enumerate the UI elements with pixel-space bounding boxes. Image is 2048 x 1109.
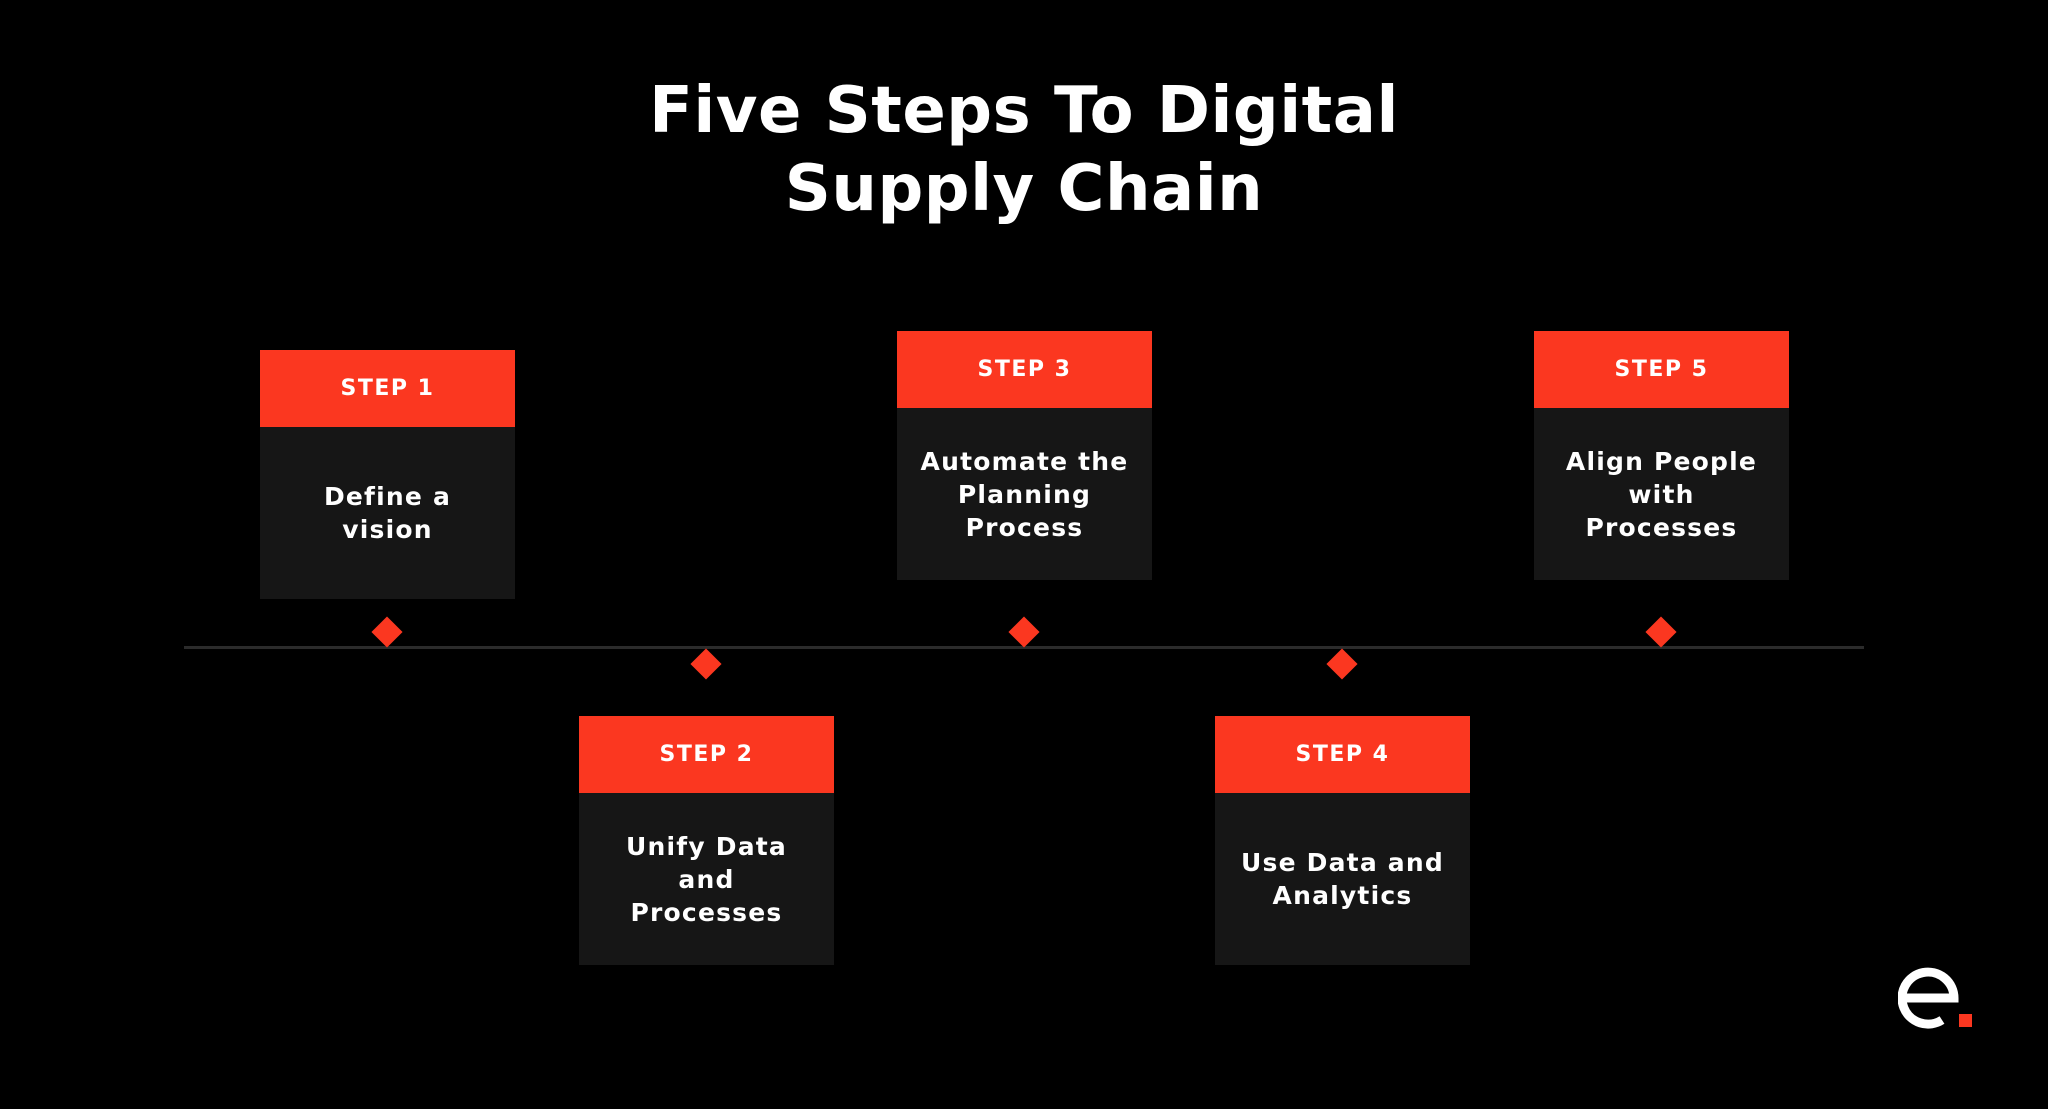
step-3-label: STEP 3 [897,331,1152,408]
step-3-text-line: Planning [957,479,1092,509]
step-3-marker [1008,616,1040,648]
step-1-text: Define a vision [260,427,515,599]
step-5-marker [1645,616,1677,648]
step-1-label: STEP 1 [260,350,515,427]
step-2-card: STEP 2 Unify Data and Processes [579,716,834,965]
e-logo-icon [1898,967,1972,1029]
step-3-text: Automate the Planning Process [897,408,1152,580]
step-5-text: Align People with Processes [1534,408,1789,580]
step-2-text-line: Processes [630,897,783,927]
step-4-text: Use Data and Analytics [1215,793,1470,965]
step-4-text-line: Analytics [1272,881,1413,910]
step-5-text-line: with Processes [1585,479,1738,542]
step-5-label: STEP 5 [1534,331,1789,408]
step-4-text-line: Use Data and [1241,848,1444,877]
page-title-line-2: Supply Chain [784,152,1264,226]
step-1-text-line: Define a vision [323,482,452,544]
step-5-text-line: Align People [1565,446,1758,476]
step-2-text: Unify Data and Processes [579,793,834,965]
step-3-card: STEP 3 Automate the Planning Process [897,331,1152,580]
step-4-label: STEP 4 [1215,716,1470,793]
step-4-marker [1326,648,1358,680]
step-2-marker [690,648,722,680]
step-1-card: STEP 1 Define a vision [260,350,515,599]
step-1-marker [371,616,403,648]
step-3-text-line: Automate the [920,446,1129,476]
step-2-label: STEP 2 [579,716,834,793]
step-2-text-line: Unify Data and [626,831,787,894]
step-4-card: STEP 4 Use Data and Analytics [1215,716,1470,965]
step-3-text-line: Process [965,512,1084,542]
page-title-line-1: Five Steps To Digital [649,74,1399,148]
step-5-card: STEP 5 Align People with Processes [1534,331,1789,580]
